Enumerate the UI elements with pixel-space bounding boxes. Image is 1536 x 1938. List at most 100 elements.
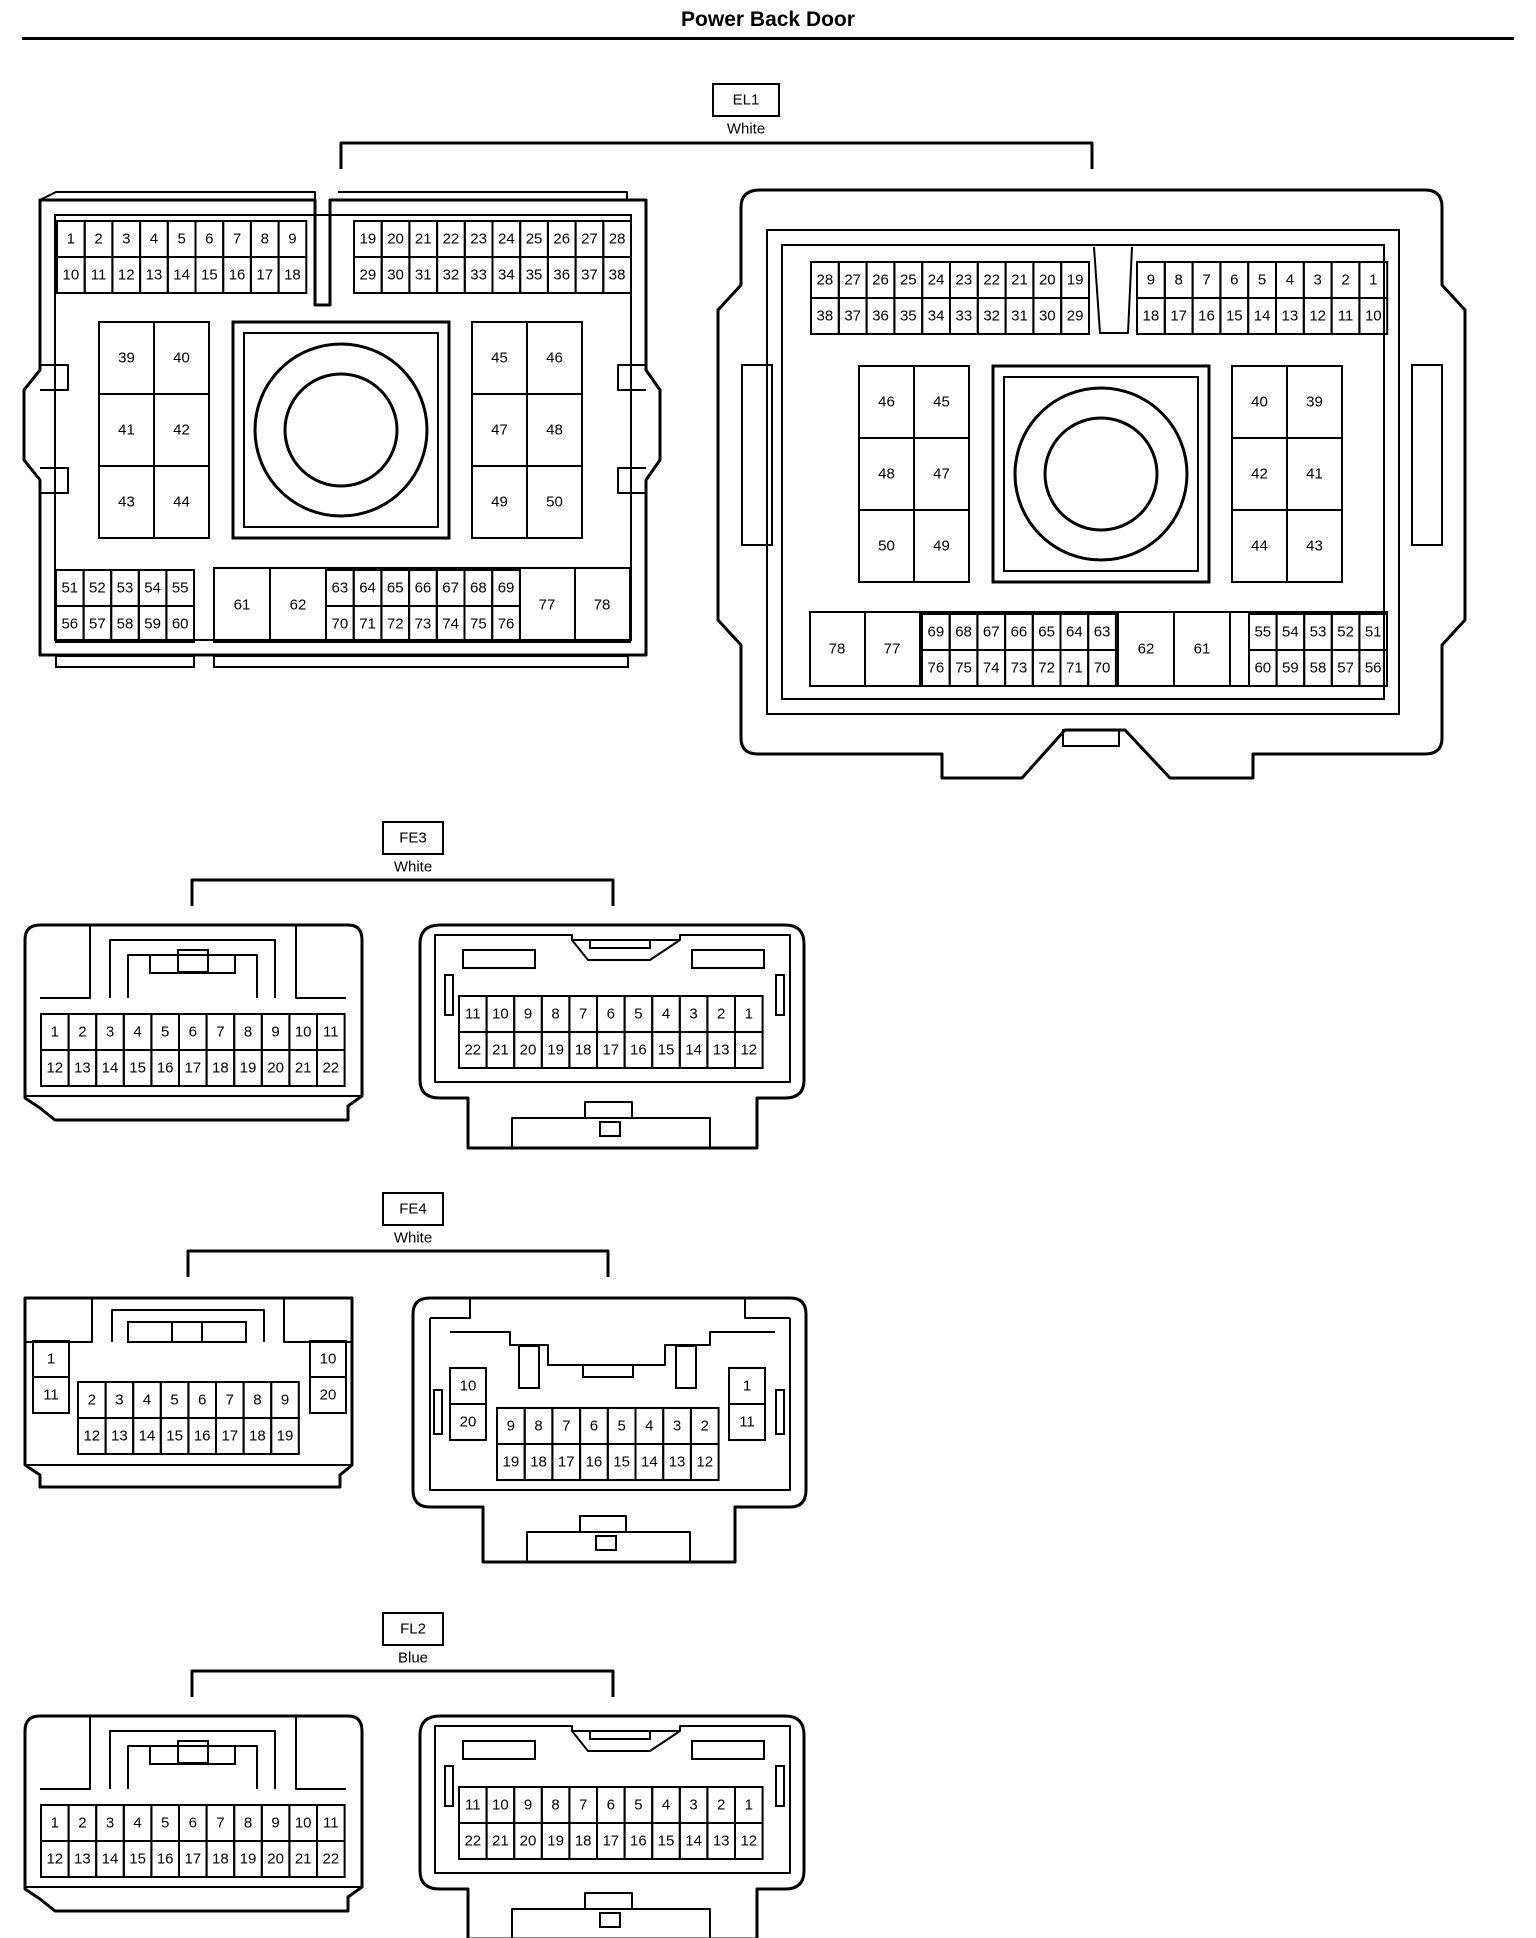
pin-number: 54: [144, 580, 161, 597]
pin-number: 16: [586, 1454, 603, 1471]
pin-number: 10: [295, 1024, 312, 1041]
pin-number: 13: [713, 1042, 730, 1059]
pin-number: 37: [581, 267, 598, 284]
pin-number: 21: [492, 1042, 509, 1059]
pin-number: 77: [539, 597, 556, 614]
lock-tab: [595, 1535, 617, 1551]
pin-number: 9: [1147, 272, 1155, 289]
pin-number: 35: [900, 308, 917, 325]
center-socket: [991, 364, 1211, 584]
pin-number: 66: [415, 580, 432, 597]
latch-tab: [40, 467, 69, 494]
pin-number: 47: [933, 466, 950, 483]
pin-cell: [277, 256, 308, 294]
pin-number: 2: [78, 1815, 86, 1832]
pin-number: 2: [78, 1024, 86, 1041]
pin-number: 70: [1094, 660, 1111, 677]
pin-number: 53: [1310, 624, 1327, 641]
pin-number: 55: [1254, 624, 1271, 641]
pin-cell: [602, 256, 632, 294]
housing-outline: [526, 1531, 691, 1562]
pin-number: 74: [983, 660, 1000, 677]
lock-tab: [584, 1892, 633, 1909]
pin-number: 51: [61, 580, 78, 597]
pin-number: 19: [547, 1833, 564, 1850]
pin-number: 51: [1365, 624, 1382, 641]
pin-cell: [1173, 611, 1231, 687]
pin-number: 28: [609, 231, 626, 248]
lock-tab: [599, 1121, 621, 1137]
pin-number: 11: [739, 1414, 755, 1431]
pin-number: 61: [1194, 641, 1211, 658]
pin-number: 16: [229, 267, 246, 284]
connector-label-box: [382, 821, 444, 855]
latch-tab: [617, 467, 646, 494]
pin-number: 10: [492, 1006, 509, 1023]
housing-foot: [213, 655, 629, 668]
pin-number: 13: [111, 1428, 128, 1445]
lock-tab: [599, 1912, 621, 1928]
pin-number: 60: [1254, 660, 1271, 677]
pin-number: 22: [443, 231, 460, 248]
pin-number: 15: [166, 1428, 183, 1445]
pin-number: 25: [900, 272, 917, 289]
pin-number: 6: [607, 1006, 615, 1023]
pin-number: 8: [253, 1392, 261, 1409]
lock-tab: [584, 1101, 633, 1118]
housing-outer: [716, 188, 1467, 780]
pin-number: 4: [143, 1392, 151, 1409]
pin-number: 10: [295, 1815, 312, 1832]
pin-number: 13: [74, 1060, 91, 1077]
pin-number: 15: [201, 267, 218, 284]
pin-number: 60: [172, 616, 189, 633]
latch-tab: [741, 364, 773, 546]
pin-number: 17: [1170, 308, 1187, 325]
pin-number: 78: [829, 641, 846, 658]
pin-number: 30: [387, 267, 404, 284]
pin-cell: [32, 1376, 70, 1414]
pin-cell: [864, 611, 921, 687]
pin-number: 13: [713, 1833, 730, 1850]
pin-number: 11: [323, 1815, 339, 1832]
housing-outline: [511, 1117, 711, 1148]
pin-number: 8: [244, 1815, 252, 1832]
pin-number: 40: [1251, 394, 1268, 411]
pin-number: 63: [332, 580, 349, 597]
pin-number: 50: [878, 538, 895, 555]
pin-number: 20: [267, 1851, 284, 1868]
pin-number: 11: [465, 1006, 481, 1023]
pin-number: 56: [1365, 660, 1382, 677]
pin-number: 16: [630, 1042, 647, 1059]
pin-number: 34: [928, 308, 945, 325]
pin-cell: [1087, 649, 1117, 687]
pin-number: 14: [139, 1428, 156, 1445]
pin-number: 73: [1011, 660, 1028, 677]
pin-number: 55: [172, 580, 189, 597]
housing-inner: [434, 1725, 791, 1874]
center-socket-inner: [243, 332, 439, 528]
pin-number: 14: [173, 267, 190, 284]
pin-number: 21: [415, 231, 432, 248]
pin-number: 15: [658, 1042, 675, 1059]
pin-number: 10: [460, 1378, 477, 1395]
pin-number: 3: [673, 1418, 681, 1435]
pin-number: 21: [295, 1060, 312, 1077]
housing-inner: [766, 229, 1400, 715]
pin-number: 8: [1175, 272, 1183, 289]
pin-number: 6: [189, 1815, 197, 1832]
pin-number: 74: [442, 616, 459, 633]
pin-number: 17: [221, 1428, 238, 1445]
pin-cell: [309, 1376, 347, 1414]
pin-number: 52: [89, 580, 106, 597]
pin-number: 58: [1310, 660, 1327, 677]
pin-cell: [1358, 297, 1389, 335]
pin-number: 43: [1306, 538, 1323, 555]
pin-number: 17: [184, 1851, 201, 1868]
pin-number: 15: [613, 1454, 630, 1471]
pin-number: 4: [150, 231, 158, 248]
pin-number: 72: [1038, 660, 1055, 677]
guide-rib: [518, 1345, 540, 1389]
pin-number: 46: [546, 350, 563, 367]
